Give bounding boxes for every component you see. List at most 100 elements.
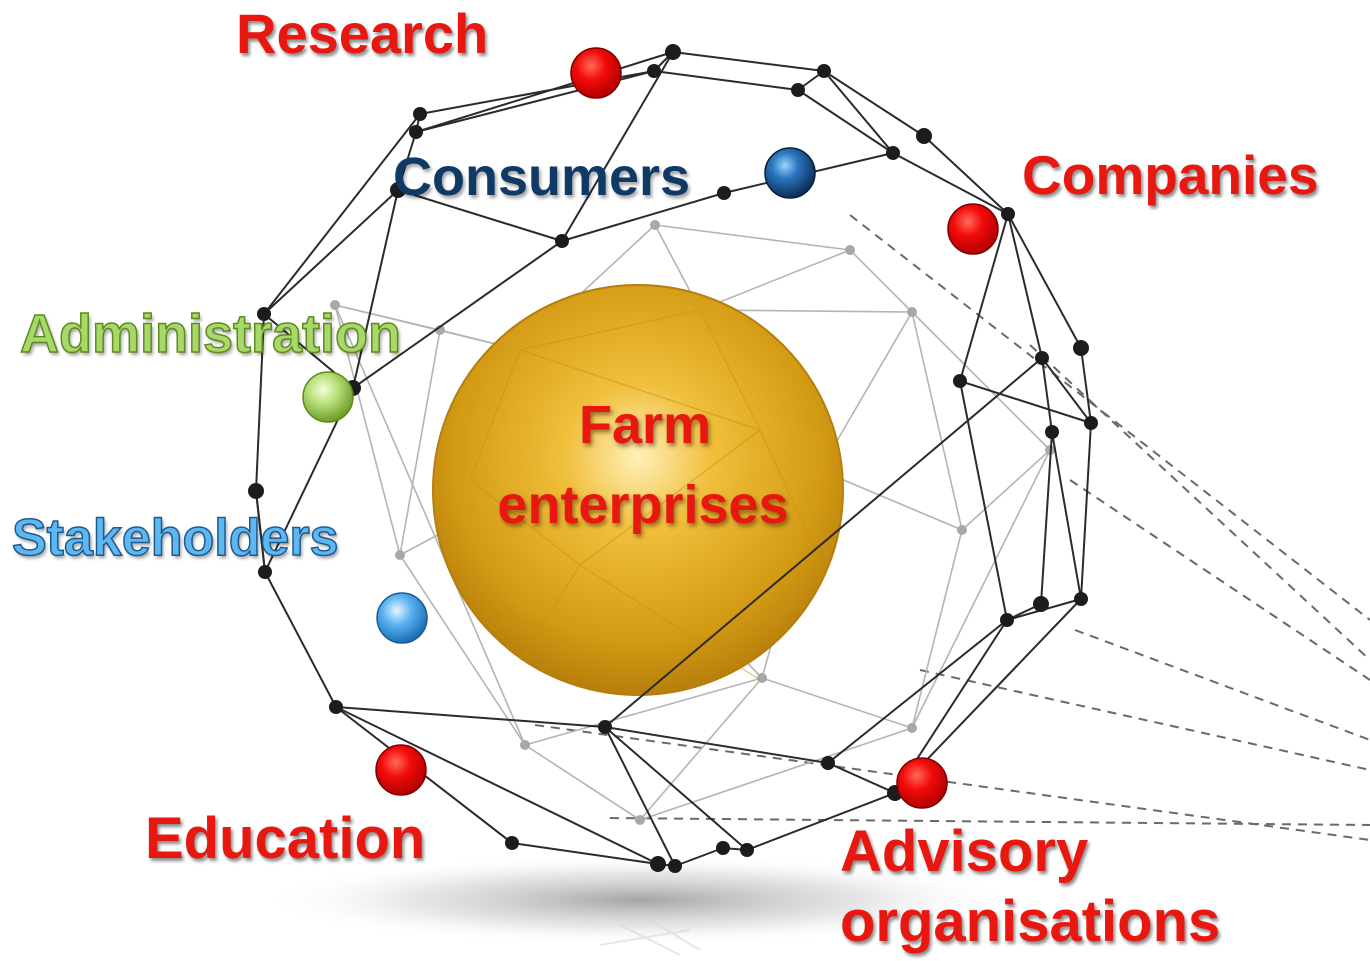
consumers-label: Consumers [393, 147, 691, 207]
back-node [907, 307, 917, 317]
advisory-node [896, 757, 948, 809]
front-node [258, 565, 272, 579]
front-edge [1007, 213, 1082, 349]
front-edge [263, 113, 421, 315]
farm-enterprises-label-line1: Farm [578, 395, 712, 455]
front-edge [1007, 213, 1043, 359]
front-edge [746, 792, 896, 851]
back-node [520, 740, 530, 750]
front-edge [335, 706, 606, 728]
front-edge [561, 192, 725, 242]
back-node [395, 550, 405, 560]
back-edge [399, 554, 526, 746]
farm-enterprises-label-line2: enterprises [497, 475, 789, 535]
stakeholders-label: Stakeholders [11, 509, 339, 567]
front-node [953, 374, 967, 388]
front-node [1033, 596, 1049, 612]
front-node [248, 483, 264, 499]
front-edge [674, 847, 724, 867]
front-node [665, 44, 681, 60]
front-edge [352, 240, 563, 389]
front-node [1084, 416, 1098, 430]
front-edge [1051, 431, 1082, 600]
front-node [413, 107, 427, 121]
front-edge [959, 380, 1092, 424]
consumers-node [764, 147, 816, 199]
front-node [647, 64, 661, 78]
front-node [1045, 425, 1059, 439]
front-edge [827, 619, 1008, 764]
front-node [740, 843, 754, 857]
back-edge [524, 677, 763, 746]
front-edge [604, 726, 676, 867]
front-edge [959, 213, 1009, 382]
front-node [821, 756, 835, 770]
front-nodes [248, 44, 1098, 873]
front-node [555, 234, 569, 248]
back-node [757, 673, 767, 683]
back-node [957, 525, 967, 535]
front-edge [1080, 347, 1092, 424]
education-label: Education [145, 806, 426, 871]
back-edge [334, 304, 401, 556]
front-edge [397, 131, 417, 191]
front-node [717, 186, 731, 200]
front-node [598, 720, 612, 734]
back-edge [911, 311, 1051, 451]
back-edge [699, 249, 851, 311]
front-node [791, 83, 805, 97]
front-node [817, 64, 831, 78]
back-node [845, 245, 855, 255]
front-edge [1041, 357, 1092, 424]
front-edge [823, 70, 925, 137]
back-edge [639, 727, 913, 821]
back-edge [849, 249, 913, 313]
front-edge [1040, 431, 1053, 605]
front-edge [1041, 357, 1053, 433]
front-node [505, 836, 519, 850]
front-edge [561, 51, 674, 242]
front-node [390, 182, 406, 198]
front-node [329, 700, 343, 714]
back-node [907, 723, 917, 733]
back-node [635, 815, 645, 825]
front-edge [672, 51, 825, 72]
back-wireframe [334, 224, 1051, 821]
front-edge [892, 152, 1009, 215]
front-edge [653, 70, 799, 91]
back-nodes [330, 220, 1055, 825]
front-edge [823, 70, 894, 154]
back-edge [961, 449, 1051, 531]
administration-label: Administration [19, 304, 402, 364]
front-wireframe [255, 51, 1092, 867]
administration-node [302, 371, 354, 423]
front-edge [335, 706, 659, 865]
farm-enterprises-sphere [432, 284, 844, 696]
front-node [1001, 207, 1015, 221]
front-edge [604, 726, 748, 851]
front-edge [255, 313, 265, 492]
back-edge [911, 311, 963, 531]
front-edge [352, 189, 399, 389]
front-node [650, 856, 666, 872]
front-node [716, 841, 730, 855]
back-node [330, 300, 340, 310]
front-edge [263, 189, 399, 315]
reflection [599, 919, 701, 956]
front-edge [827, 762, 896, 794]
stakeholders-node [376, 592, 428, 644]
front-edge [604, 357, 1043, 728]
front-edge [511, 842, 659, 865]
front-edge [604, 726, 829, 764]
back-edge [654, 224, 851, 251]
front-node [668, 859, 682, 873]
front-edge [923, 135, 1009, 215]
front-edge [255, 490, 266, 573]
back-edge [524, 744, 641, 821]
front-node [1073, 340, 1089, 356]
advisory-label-line1: Advisory [840, 819, 1089, 884]
advisory-label-line2: organisations [840, 889, 1221, 954]
front-node [886, 146, 900, 160]
front-node [1074, 592, 1088, 606]
